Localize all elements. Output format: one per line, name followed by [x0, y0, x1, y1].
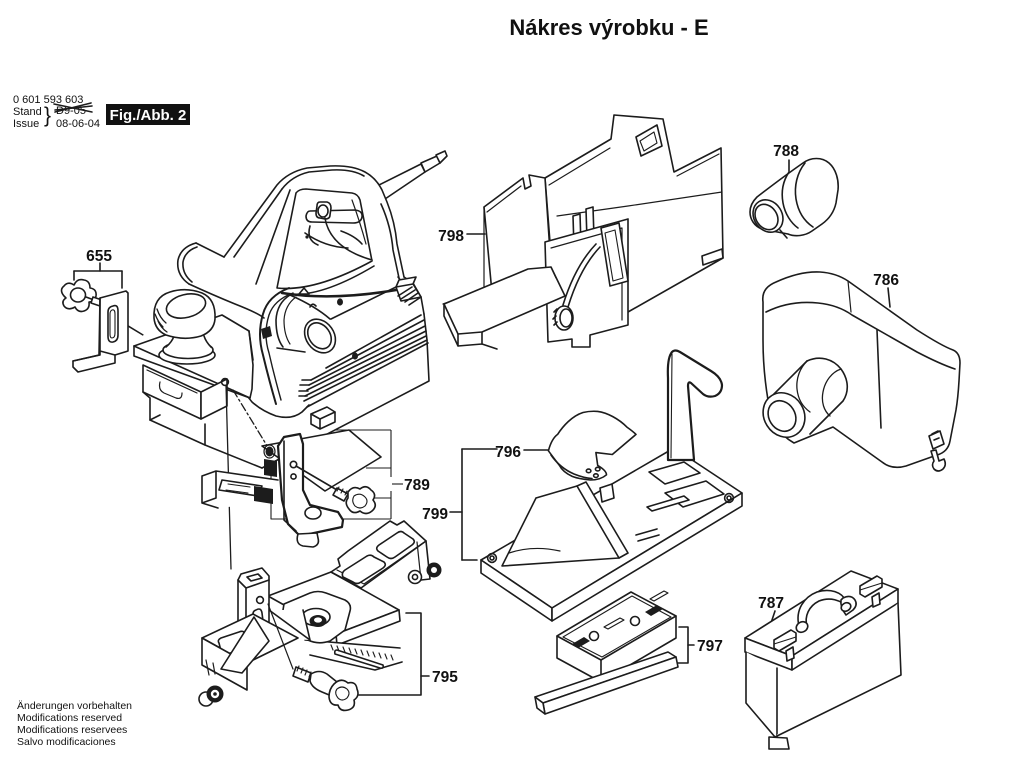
svg-text:0 601 593 603: 0 601 593 603 — [13, 94, 83, 106]
svg-text:789: 789 — [404, 477, 430, 494]
svg-text:Modifications reservees: Modifications reservees — [17, 724, 127, 736]
svg-text:798: 798 — [438, 228, 464, 245]
svg-text:797: 797 — [697, 638, 723, 655]
svg-text:Modifications reserved: Modifications reserved — [17, 712, 122, 724]
svg-text:}: } — [44, 104, 51, 127]
svg-text:796: 796 — [495, 444, 521, 461]
svg-text:655: 655 — [86, 248, 112, 265]
svg-text:787: 787 — [758, 595, 784, 612]
svg-text:Issue: Issue — [13, 118, 39, 130]
svg-text:788: 788 — [773, 143, 799, 160]
svg-text:Nákres výrobku - E: Nákres výrobku - E — [509, 15, 708, 40]
svg-text:799: 799 — [422, 506, 448, 523]
svg-text:08-06-04: 08-06-04 — [56, 118, 100, 130]
svg-text:Änderungen vorbehalten: Änderungen vorbehalten — [17, 700, 132, 712]
svg-text:Stand: Stand — [13, 106, 42, 118]
svg-text:Salvo modificaciones: Salvo modificaciones — [17, 736, 116, 748]
svg-text:795: 795 — [432, 669, 458, 686]
svg-text:786: 786 — [873, 272, 899, 289]
svg-text:Fig./Abb. 2: Fig./Abb. 2 — [110, 107, 187, 124]
